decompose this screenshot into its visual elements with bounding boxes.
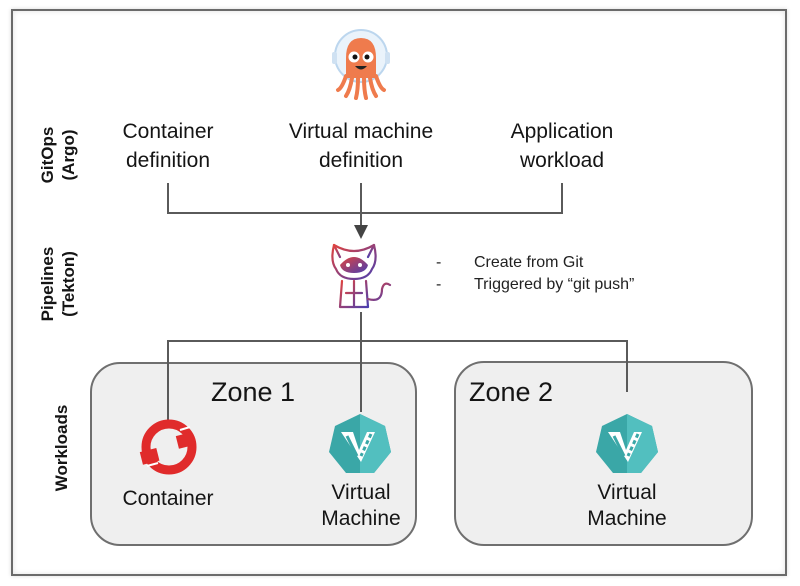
pipeline-notes: - Create from Git - Triggered by “git push… bbox=[436, 252, 634, 296]
label-line: Virtual bbox=[597, 481, 657, 504]
arrow-head bbox=[354, 225, 368, 239]
label-line: definition bbox=[318, 149, 404, 172]
label-line: Container bbox=[122, 487, 214, 510]
argo-octopus-mascot-icon bbox=[332, 29, 390, 100]
label-line: Container bbox=[122, 120, 214, 143]
note-item: - Create from Git bbox=[436, 252, 634, 274]
zone-2-box bbox=[454, 361, 753, 546]
label-line: definition bbox=[125, 149, 211, 172]
kubevirt-vm-icon bbox=[329, 414, 391, 473]
openshift-container-icon bbox=[139, 419, 197, 475]
container-workload-label: Container bbox=[98, 486, 238, 512]
container-definition-label: Container definition bbox=[63, 117, 273, 175]
definitions-merge-line bbox=[167, 183, 563, 214]
kubevirt-vm-icon bbox=[596, 414, 658, 473]
vm-definition-label: Virtual machine definition bbox=[256, 117, 466, 175]
label-line: Machine bbox=[587, 507, 667, 530]
zone-1-vm-label: Virtual Machine bbox=[291, 480, 431, 532]
tekton-cat-mascot-icon bbox=[331, 243, 392, 309]
note-text: Create from Git bbox=[474, 254, 584, 271]
note-item: - Triggered by “git push” bbox=[436, 274, 634, 296]
bullet: - bbox=[436, 276, 442, 293]
zone-2-vm-label: Virtual Machine bbox=[557, 480, 697, 532]
bullet: - bbox=[436, 254, 442, 271]
label-line: workload bbox=[519, 149, 605, 172]
zone-1-title: Zone 1 bbox=[211, 377, 296, 407]
label-line: Virtual machine bbox=[288, 120, 434, 143]
zone-2-title: Zone 2 bbox=[469, 377, 554, 407]
note-text: Triggered by “git push” bbox=[474, 276, 635, 293]
label-line: Application bbox=[510, 120, 614, 143]
label-line: Machine bbox=[321, 507, 401, 530]
label-line: Virtual bbox=[331, 481, 391, 504]
application-workload-label: Application workload bbox=[457, 117, 667, 175]
